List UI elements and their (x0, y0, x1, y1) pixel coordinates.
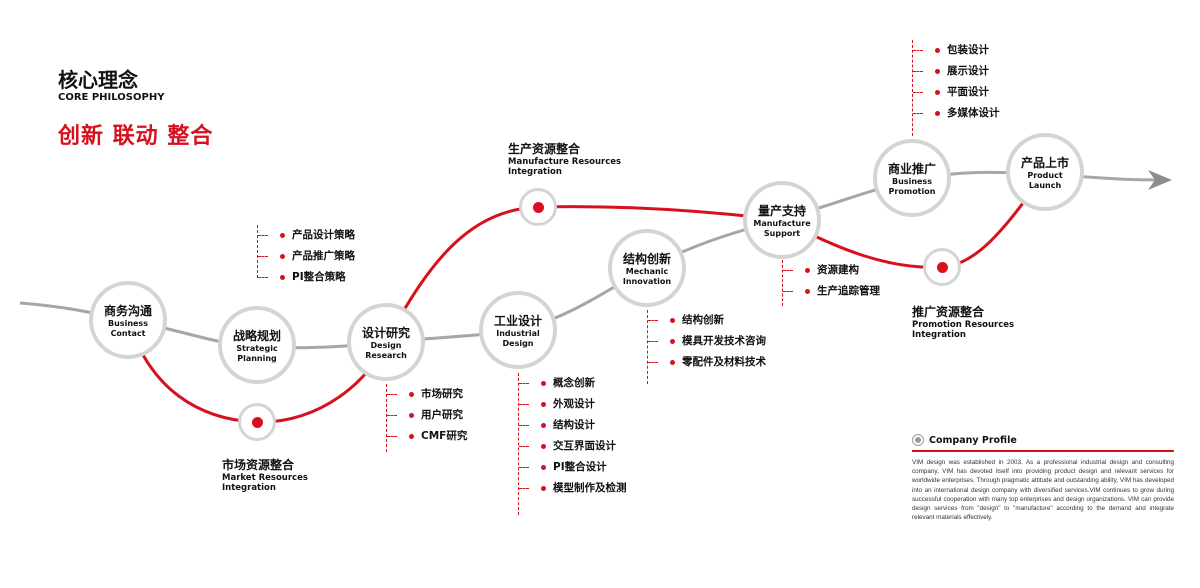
list-item: 交互界面设计 (519, 436, 627, 457)
support-sublist: 资源建构生产追踪管理 (782, 260, 880, 306)
list-item: 概念创新 (519, 373, 627, 394)
node-subtitle: Industrial (496, 328, 540, 338)
node-subtitle: Product (1027, 170, 1063, 180)
node-subtitle: Launch (1028, 180, 1062, 190)
list-item: 外观设计 (519, 394, 627, 415)
node-subtitle: Manufacture (753, 218, 811, 228)
list-item: 市场研究 (387, 384, 467, 405)
list-item: 结构创新 (648, 310, 766, 331)
list-item: 产品设计策略 (258, 225, 355, 246)
promotion-resources-dot (923, 248, 961, 286)
node-subtitle: Promotion (888, 186, 936, 196)
list-item: 展示设计 (913, 61, 1000, 82)
profile-title: Company Profile (929, 434, 1017, 446)
manufacture-resources-dot (519, 188, 557, 226)
promotion-sublist: 包装设计展示设计平面设计多媒体设计 (912, 40, 1000, 136)
list-item: 平面设计 (913, 82, 1000, 103)
list-item: 资源建构 (783, 260, 880, 281)
page-subtitle: CORE PHILOSOPHY (58, 92, 165, 103)
company-profile: Company Profile VIM design was establish… (912, 434, 1174, 522)
market-resources-dot (238, 403, 276, 441)
radio-circle-icon (912, 434, 924, 446)
node-subtitle: Planning (237, 353, 277, 363)
list-item: 模具开发技术咨询 (648, 331, 766, 352)
node-subtitle: Business (892, 176, 932, 186)
list-item: 结构设计 (519, 415, 627, 436)
node-title: 设计研究 (361, 325, 410, 340)
list-item: 多媒体设计 (913, 103, 1000, 124)
node-title: 战略规划 (232, 328, 281, 343)
gray-process-line (19, 170, 1161, 350)
node-subtitle: Support (763, 228, 801, 238)
node-title: 产品上市 (1020, 155, 1069, 170)
arrow-head-icon (1148, 170, 1172, 190)
node-subtitle: Strategic (236, 343, 278, 353)
node-title: 工业设计 (493, 313, 542, 328)
node-subtitle: Design (370, 340, 402, 350)
node-title: 量产支持 (757, 203, 806, 218)
list-item: 生产追踪管理 (783, 281, 880, 302)
node-subtitle: Contact (110, 328, 146, 338)
list-item: 零配件及材料技术 (648, 352, 766, 373)
list-item: 包装设计 (913, 40, 1000, 61)
node-title: 商业推广 (887, 161, 936, 176)
node-subtitle: Research (365, 350, 407, 360)
node-subtitle: Mechanic (625, 266, 669, 276)
slogan: 创新 联动 整合 (58, 124, 214, 149)
mechanic-sublist: 结构创新模具开发技术咨询零配件及材料技术 (647, 310, 766, 384)
node-title: 商务沟通 (103, 303, 152, 318)
node-subtitle: Business (108, 318, 148, 328)
profile-text: VIM design was established in 2003. As a… (912, 459, 1174, 522)
page-title: 核心理念 (58, 68, 138, 92)
node-subtitle: Design (502, 338, 534, 348)
list-item: 产品推广策略 (258, 246, 355, 267)
list-item: 模型制作及检测 (519, 478, 627, 499)
list-item: CMF研究 (387, 426, 467, 447)
node-title: 结构创新 (622, 251, 671, 266)
list-item: 用户研究 (387, 405, 467, 426)
list-item: PI整合设计 (519, 457, 627, 478)
list-item: PI整合策略 (258, 267, 355, 288)
node-subtitle: Innovation (622, 276, 672, 286)
